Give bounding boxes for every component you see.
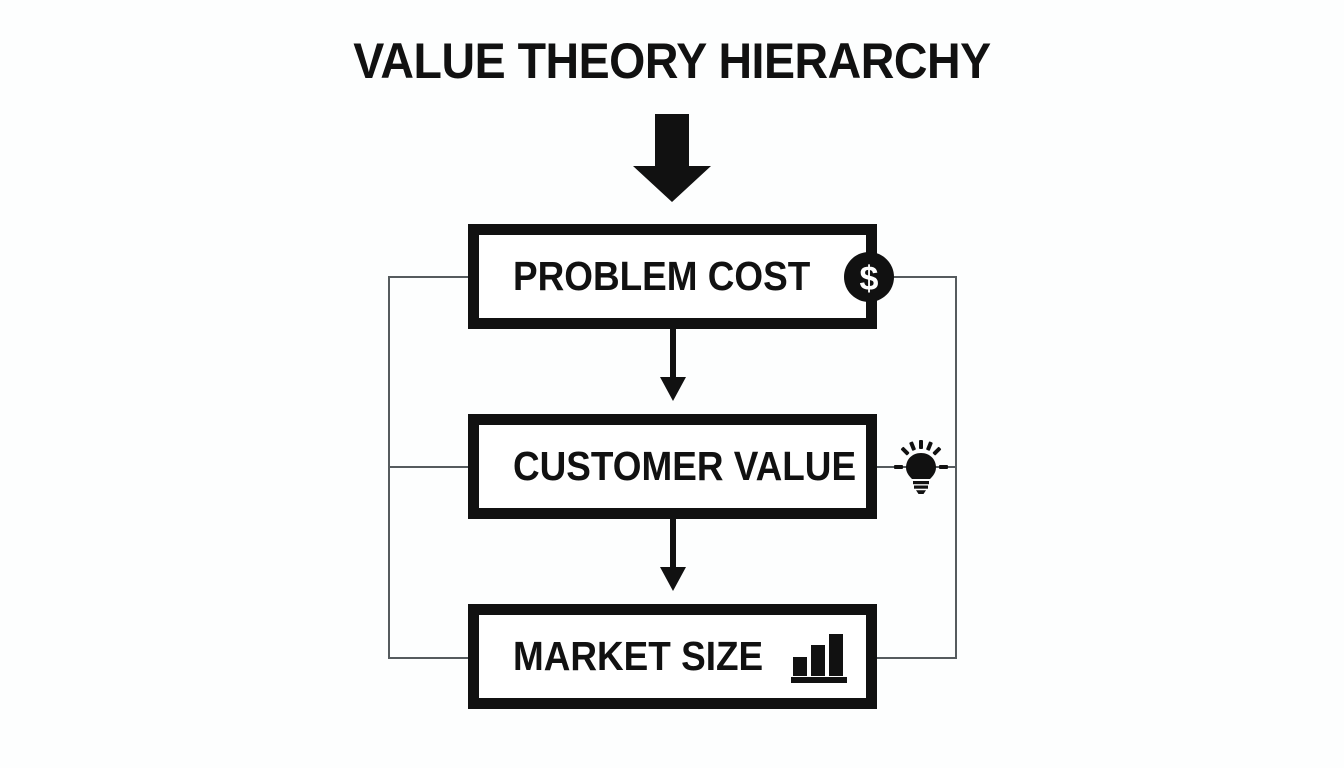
right-rail-stub-market-size [875,657,957,659]
left-rail-stub-problem-cost [388,276,470,278]
bar-chart-icon [790,631,847,683]
left-rail-stub-customer-value [388,466,470,468]
svg-text:$: $ [860,260,879,298]
entry-arrow [633,114,711,202]
dollar-circle-icon: $ [843,251,895,303]
connector-customer-value-to-market-size [658,519,688,591]
left-rail-stub-market-size [388,657,470,659]
page-title: VALUE THEORY HIERARCHY [353,33,991,89]
lightbulb-icon [894,439,949,494]
node-problem-cost[interactable]: PROBLEM COST $ [468,224,895,329]
node-customer-value[interactable]: CUSTOMER VALUE [468,414,949,519]
node-customer-value-label: CUSTOMER VALUE [513,443,857,489]
node-market-size[interactable]: MARKET SIZE [468,604,877,709]
node-market-size-label: MARKET SIZE [513,633,764,679]
connector-problem-cost-to-customer-value [658,329,688,401]
right-rail-stub-problem-cost [875,276,957,278]
node-problem-cost-label: PROBLEM COST [513,253,811,299]
